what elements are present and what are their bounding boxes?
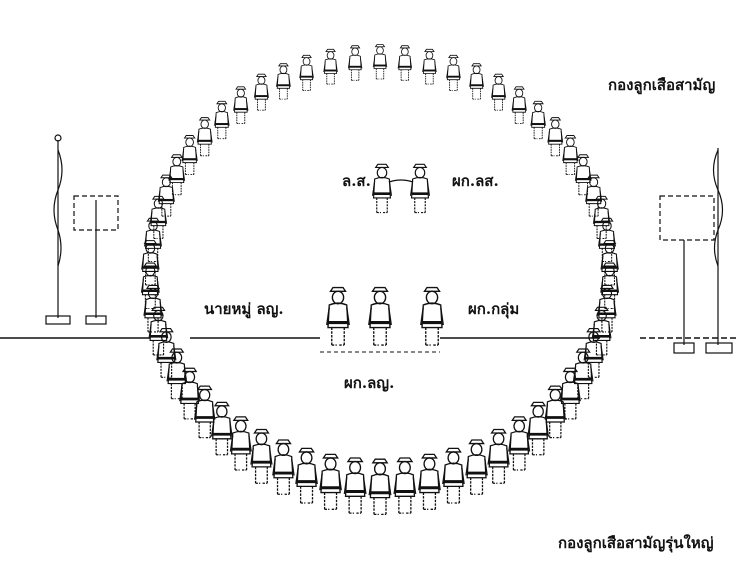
ring-scout-figure (150, 196, 166, 238)
ring-scout-figure (563, 135, 578, 174)
center-scout-3 (421, 288, 444, 346)
ring-scout-figure (145, 218, 162, 261)
ring-scout-figure (531, 101, 546, 138)
unit-label-bottom-right: กองลูกเสือสามัญรุ่นใหญ่ (556, 534, 716, 552)
ring-scout-figure (586, 175, 602, 216)
ring-scout-figure (394, 458, 416, 513)
ring-scout-figure (324, 49, 338, 84)
ring-scout-figure (182, 135, 197, 174)
ring-scout-figure (466, 440, 487, 494)
ring-scout-figure (167, 349, 186, 399)
ring-scout-figure (488, 430, 509, 484)
ring-scout-figure (548, 118, 563, 156)
ring-scout-figure (509, 417, 530, 470)
ring-scout-figure (251, 430, 272, 484)
ring-scout-figure (419, 454, 441, 509)
label-patrol-leader: นายหมู่ ลญ. (202, 300, 286, 318)
unit-label-top-right: กองลูกเสือสามัญ (606, 76, 717, 94)
ring-scout-figure (512, 87, 526, 124)
ring-scout-figure (215, 101, 230, 138)
ring-scout-figure (423, 49, 437, 84)
ring-scout-figure (344, 458, 366, 513)
ring-scout-figure (373, 45, 387, 80)
handshake-figures-icon (373, 164, 430, 212)
center-scout-row (327, 288, 444, 346)
label-group-leader: ผก.กลุ่ม (466, 300, 521, 318)
ring-scout-figure (158, 175, 174, 216)
center-scout-1 (327, 288, 350, 346)
ring-scout-figure (369, 459, 391, 514)
handshake-scout-right (411, 164, 430, 212)
ring-scout-figure (492, 74, 506, 110)
ring-scout-figure (320, 454, 342, 509)
ring-scout-figure (296, 448, 317, 503)
ring-scout-figure (348, 46, 362, 81)
center-scout-2 (369, 288, 392, 346)
handshake-scout-left (373, 164, 392, 212)
handshake-hands (389, 180, 413, 182)
ring-scout-figure (573, 349, 592, 399)
ring-scout-figure (528, 402, 548, 454)
ring-scout-figure (276, 64, 290, 99)
label-pk-ls: ผก.ลส. (450, 172, 501, 190)
ring-scout-figure (443, 448, 464, 503)
label-senior-leader: ผก.ลญ. (342, 374, 396, 392)
ring-scout-figure (212, 402, 232, 454)
ring-scout-figure (300, 55, 314, 90)
left-flagpole-icon (46, 135, 118, 324)
ring-scout-figure (234, 87, 248, 124)
ring-scout-figure (254, 74, 268, 110)
ring-scout-figure (447, 55, 461, 90)
ring-scout-figure (197, 118, 212, 156)
right-flagpole-icon (660, 148, 732, 353)
label-ls: ล.ส. (340, 172, 373, 190)
ring-scout-figure (398, 46, 412, 81)
ring-scout-figure (470, 64, 484, 99)
ring-scout-figure (593, 196, 609, 238)
ring-scout-figure (230, 417, 251, 470)
scout-ring (141, 45, 618, 515)
ring-scout-figure (273, 440, 294, 494)
ring-scout-figure (599, 218, 616, 261)
